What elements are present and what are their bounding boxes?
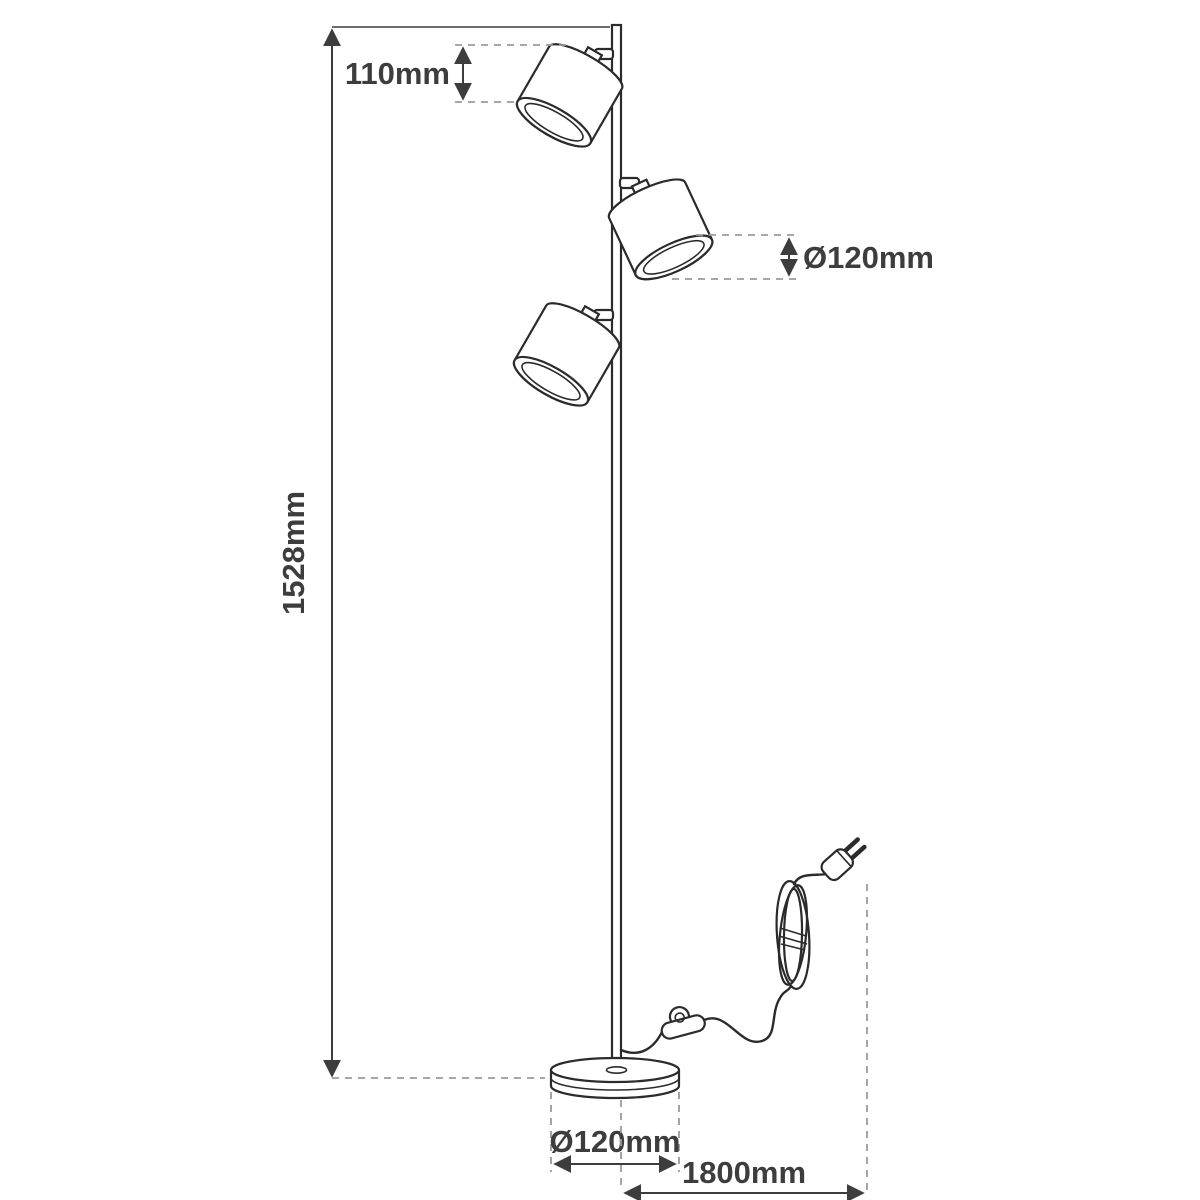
shade-height-label: 110mm	[345, 56, 450, 91]
lamp-base	[549, 1056, 681, 1100]
plug-body	[820, 848, 854, 882]
coil-loop	[775, 880, 811, 990]
coil-loop	[782, 887, 804, 983]
shade-rim-inner	[524, 102, 584, 142]
cable-length-label: 1800mm	[682, 1155, 806, 1190]
foot-switch-body	[660, 1014, 706, 1040]
plug-pins	[842, 837, 867, 861]
lamp-shade-top	[515, 43, 624, 148]
power-cable-middle	[702, 984, 793, 1044]
base-seam	[550, 1077, 680, 1091]
shade-rim	[512, 355, 590, 407]
power-cable	[619, 1030, 664, 1055]
cable-coil	[775, 880, 811, 990]
pole-socket	[605, 1066, 628, 1075]
shade-rim-inner	[642, 239, 705, 275]
lamp-shade-bottom	[512, 302, 621, 407]
power-cable-end	[792, 872, 829, 886]
lamp-shade-middle	[607, 178, 714, 281]
coil-wrap	[778, 927, 808, 951]
plug-face-line	[835, 849, 852, 868]
lamp-height-label: 1528mm	[276, 491, 311, 615]
dimension-cable-length: 1800mm	[620, 884, 868, 1200]
shade-rim-inner	[521, 361, 581, 401]
shade-rim	[634, 234, 714, 281]
base-diameter-label: Ø120mm	[550, 1124, 681, 1159]
base-top	[549, 1056, 681, 1084]
dimension-base-diameter: Ø120mm	[550, 1092, 681, 1173]
power-plug	[820, 837, 867, 882]
foot-switch	[660, 1005, 706, 1040]
shade-rim	[515, 96, 593, 148]
foot-switch-button-inner	[674, 1012, 686, 1023]
dimension-shade-diameter: Ø120mm	[672, 234, 934, 280]
dimension-lamp-height: 1528mm	[276, 26, 610, 1079]
dimension-shade-height: 110mm	[345, 44, 568, 103]
shade-diameter-label: Ø120mm	[803, 240, 934, 275]
coil-loop	[777, 884, 809, 986]
